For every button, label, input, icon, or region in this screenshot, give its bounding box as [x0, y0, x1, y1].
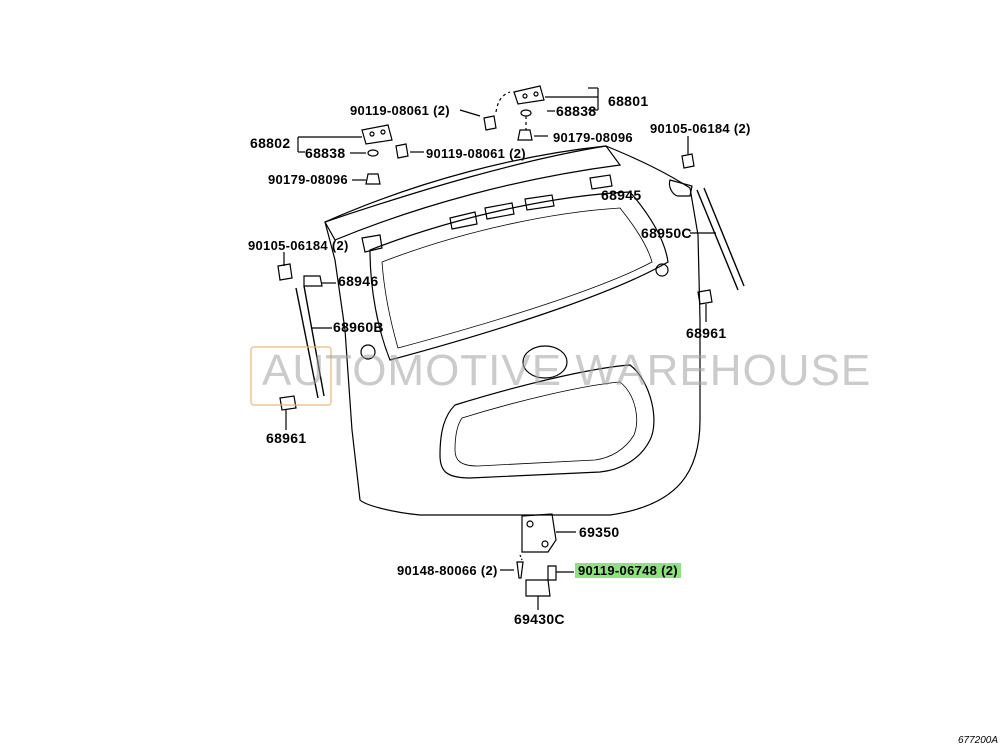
- part-68961-right[interactable]: 68961: [686, 325, 727, 341]
- hinge-left: [361, 124, 393, 145]
- emblem: [522, 345, 568, 379]
- part-68838-top[interactable]: 68838: [556, 103, 597, 119]
- part-68961-left[interactable]: 68961: [266, 430, 307, 446]
- part-90105-left[interactable]: 90105-06184 (2): [248, 238, 349, 253]
- part-90148[interactable]: 90148-80066 (2): [397, 563, 498, 578]
- license-recess: [439, 364, 655, 479]
- part-90119-top[interactable]: 90119-08061 (2): [350, 103, 450, 118]
- diagram-code: 677200A: [957, 735, 998, 746]
- part-90179-left[interactable]: 90179-08096: [268, 172, 348, 187]
- part-90119-lock-highlighted[interactable]: 90119-06748 (2): [575, 563, 681, 578]
- window-inner: [381, 207, 653, 349]
- part-68950c[interactable]: 68950C: [641, 225, 692, 241]
- part-68946[interactable]: 68946: [338, 273, 379, 289]
- part-68838-left[interactable]: 68838: [305, 145, 346, 161]
- watermark-logo-box: [250, 346, 332, 406]
- part-90179-top[interactable]: 90179-08096: [553, 130, 633, 145]
- strut-left: [295, 287, 319, 399]
- part-68945[interactable]: 68945: [601, 187, 642, 203]
- part-90119-mid[interactable]: 90119-08061 (2): [426, 146, 526, 161]
- watermark-text: AUTOMOTIVE WAREHOUSE: [262, 346, 872, 395]
- part-69350[interactable]: 69350: [579, 524, 620, 540]
- lock-assembly: [521, 513, 557, 553]
- back-door-outline: [324, 145, 701, 516]
- part-69430c[interactable]: 69430C: [514, 611, 565, 627]
- part-68960b[interactable]: 68960B: [333, 319, 384, 335]
- strut-right: [696, 189, 739, 291]
- striker: [525, 579, 551, 597]
- part-90105-right[interactable]: 90105-06184 (2): [650, 121, 751, 136]
- part-68802[interactable]: 68802: [250, 135, 291, 151]
- hinge-right: [513, 85, 545, 105]
- part-68801[interactable]: 68801: [608, 93, 649, 109]
- spoiler: [324, 145, 622, 241]
